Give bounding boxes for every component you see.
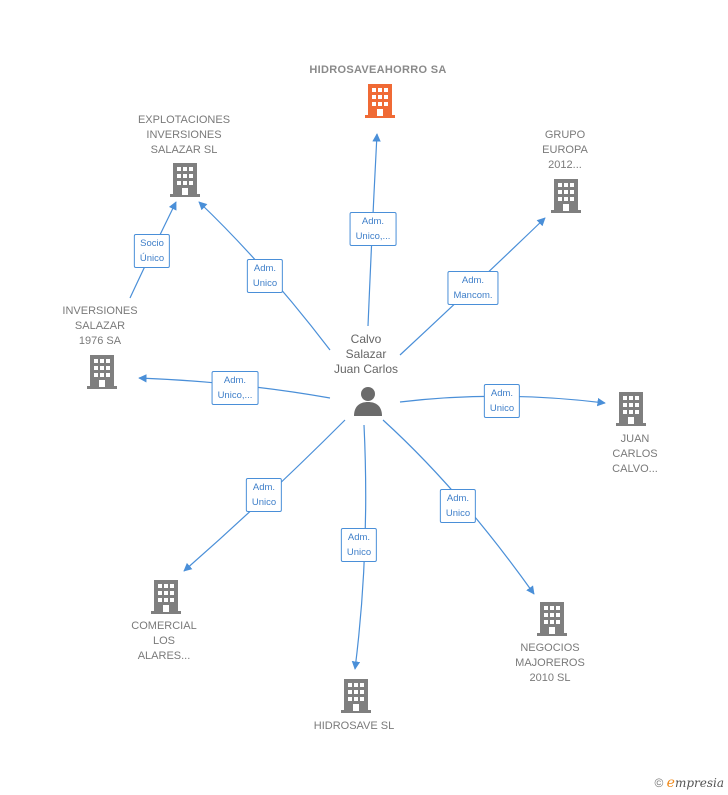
company-label-negocios-majoreros[interactable]: NEGOCIOS MAJOREROS 2010 SL xyxy=(515,642,585,684)
brand-logo-text: mpresia xyxy=(674,776,724,790)
edge-label-explotaciones[interactable]: Socio Único xyxy=(133,234,171,268)
person-icon[interactable] xyxy=(354,387,382,416)
building-icon-grupo-europa[interactable] xyxy=(551,179,581,213)
edge-label-explotaciones[interactable]: Adm. Unico xyxy=(246,259,284,293)
brand-logo-e: e xyxy=(666,775,675,791)
company-label-inversiones-salazar[interactable]: INVERSIONES SALAZAR 1976 SA xyxy=(62,305,138,347)
company-label-hidrosave[interactable]: HIDROSAVE SL xyxy=(313,720,395,732)
copyright-symbol: © xyxy=(654,776,664,790)
company-label-comercial-alares[interactable]: COMERCIAL LOS ALARES... xyxy=(131,620,197,662)
edge-label-inversiones-salazar[interactable]: Adm. Unico,... xyxy=(211,371,259,405)
building-icon-juan-carlos-calvo[interactable] xyxy=(616,392,646,426)
company-label-hidrosaveahorro[interactable]: HIDROSAVEAHORRO SA xyxy=(309,64,447,76)
building-icon-explotaciones[interactable] xyxy=(170,163,200,197)
building-icon-negocios-majoreros[interactable] xyxy=(537,602,567,636)
edge-label-hidrosave[interactable]: Adm. Unico xyxy=(340,528,378,562)
edge-label-juan-carlos-calvo[interactable]: Adm. Unico xyxy=(483,384,521,418)
edge-label-grupo-europa[interactable]: Adm. Mancom. xyxy=(447,271,499,305)
edge-label-comercial-alares[interactable]: Adm. Unico xyxy=(245,478,283,512)
building-icon-hidrosaveahorro[interactable] xyxy=(365,84,395,118)
empresia-brand[interactable]: © empresia xyxy=(654,775,724,791)
edge-label-negocios-majoreros[interactable]: Adm. Unico xyxy=(439,489,477,523)
building-icon-inversiones-salazar[interactable] xyxy=(87,355,117,389)
company-label-explotaciones[interactable]: EXPLOTACIONES INVERSIONES SALAZAR SL xyxy=(137,114,231,156)
building-icon-hidrosave[interactable] xyxy=(341,679,371,713)
edge-label-hidrosaveahorro[interactable]: Adm. Unico,... xyxy=(349,212,397,246)
company-label-juan-carlos-calvo[interactable]: JUAN CARLOS CALVO... xyxy=(612,433,658,475)
person-name-label[interactable]: Calvo Salazar Juan Carlos xyxy=(333,332,399,376)
company-label-grupo-europa[interactable]: GRUPO EUROPA 2012... xyxy=(542,129,588,171)
building-icon-comercial-alares[interactable] xyxy=(151,580,181,614)
